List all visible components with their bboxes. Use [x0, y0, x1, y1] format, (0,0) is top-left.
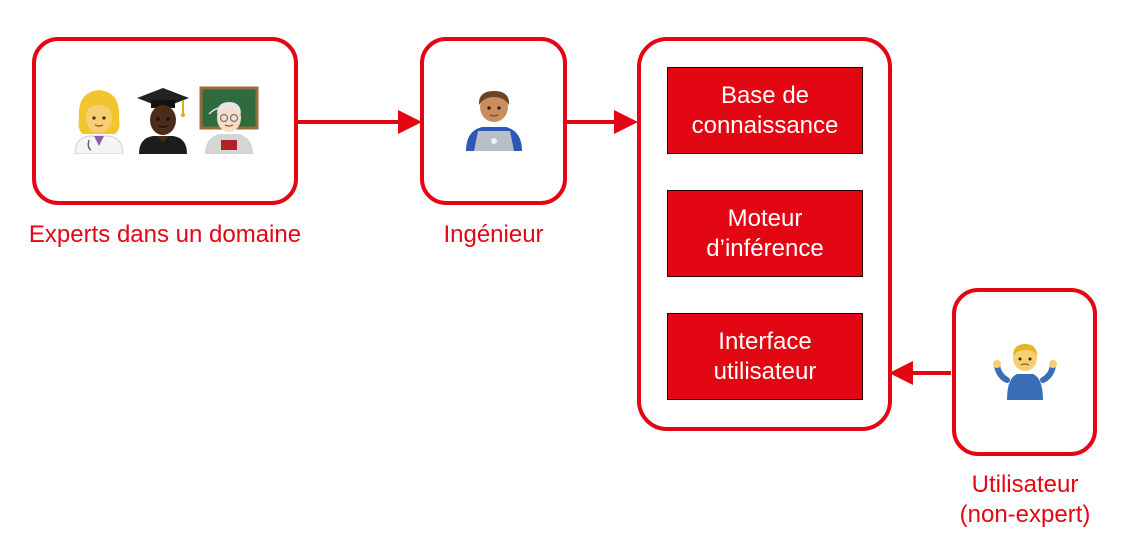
- person-shrugging-icon: [992, 340, 1057, 405]
- user-interface-line2: utilisateur: [713, 357, 817, 385]
- user-caption-line2: (non-expert): [959, 501, 1091, 528]
- user-box: [952, 288, 1097, 456]
- technologist-icon: [464, 87, 524, 156]
- user-interface-line1: Interface: [718, 327, 812, 355]
- engineer-icon-wrap: [424, 41, 563, 201]
- inference-engine-line2: d’inférence: [706, 234, 824, 262]
- experts-icons: [36, 41, 294, 201]
- knowledge-base-line2: connaissance: [691, 111, 839, 139]
- user-icon-wrap: [956, 292, 1093, 452]
- inference-engine-line1: Moteur: [727, 204, 803, 232]
- user-caption: Utilisateur (non-expert): [929, 470, 1121, 530]
- teacher-icon: [199, 84, 259, 159]
- user-caption-line1: Utilisateur: [971, 471, 1079, 498]
- experts-box: [32, 37, 298, 205]
- woman-health-worker-icon: [71, 84, 127, 159]
- knowledge-base-line1: Base de: [720, 81, 810, 109]
- engineer-box: [420, 37, 567, 205]
- user-interface-block: Interface utilisateur: [667, 313, 863, 400]
- experts-caption: Experts dans un domaine: [28, 221, 302, 248]
- graduate-icon: [135, 84, 191, 159]
- knowledge-base-block: Base de connaissance: [667, 67, 863, 154]
- engineer-caption: Ingénieur: [443, 221, 544, 248]
- inference-engine-block: Moteur d’inférence: [667, 190, 863, 277]
